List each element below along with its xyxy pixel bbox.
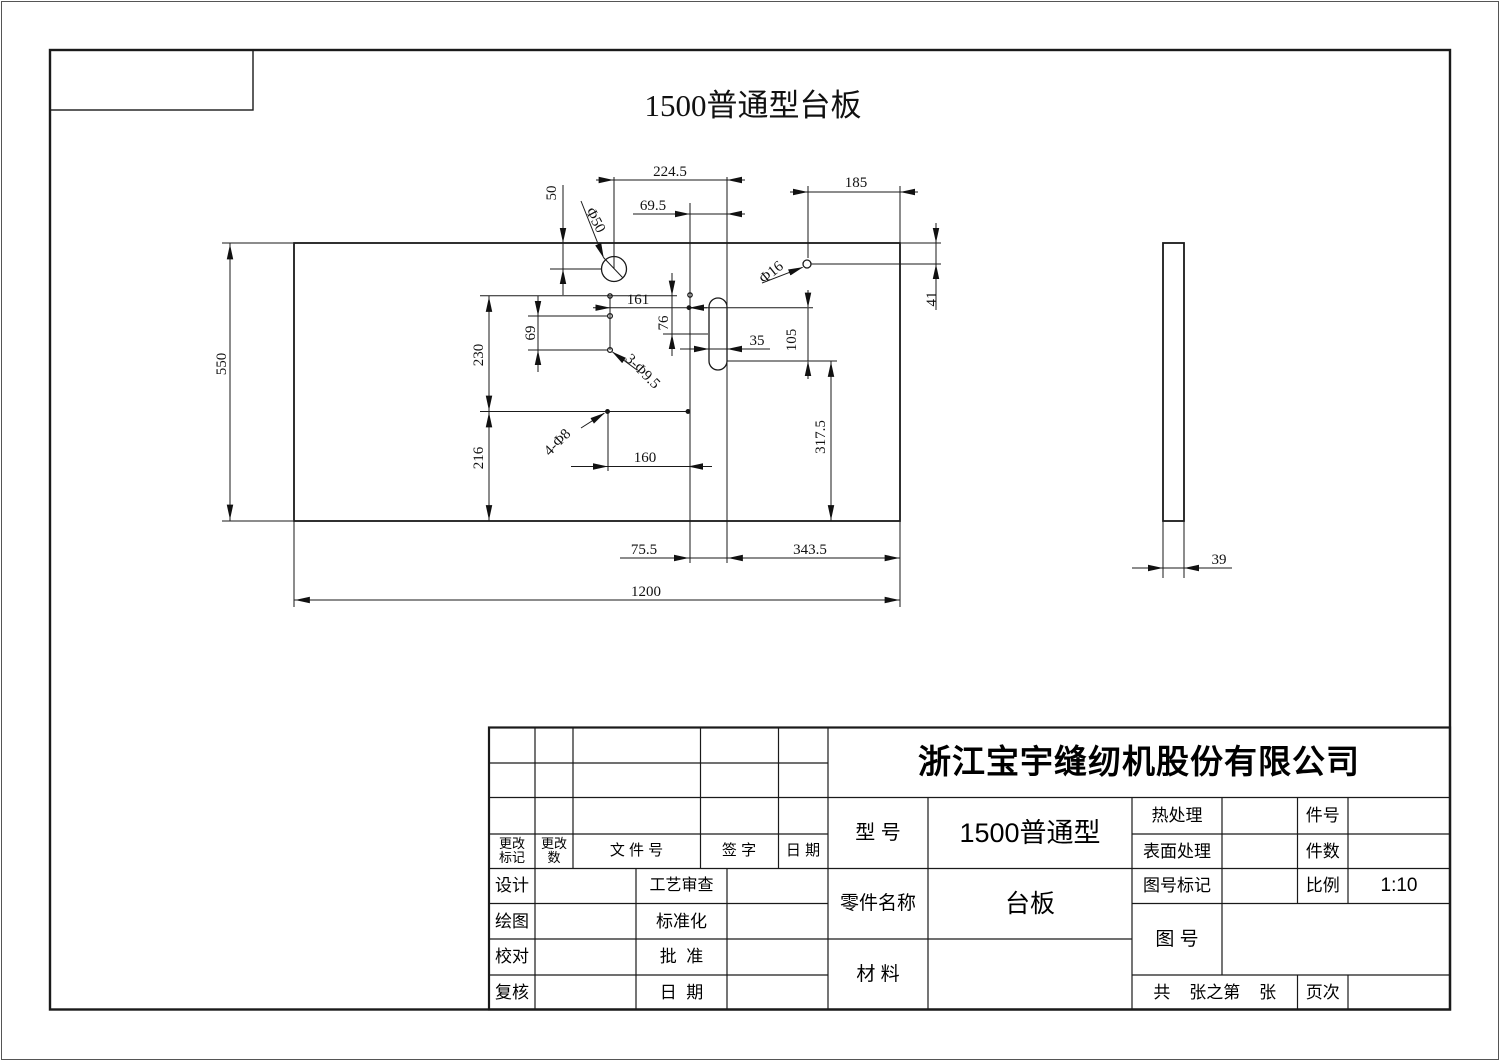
label-drawing-no-mark: 图号标记: [1143, 876, 1211, 896]
label-draft: 绘图: [495, 911, 529, 931]
label-change-mark: 更改 标记: [498, 835, 525, 866]
dim-3-phi9-5: 3-Φ9.5: [622, 351, 663, 392]
value-scale: 1:10: [1380, 875, 1418, 897]
dim-41: 41: [924, 292, 940, 307]
dimension-lines: [222, 177, 1232, 607]
drawing-title: 1500普通型台板: [645, 88, 862, 123]
label-scale: 比例: [1305, 876, 1340, 896]
label-page: 页次: [1305, 982, 1340, 1002]
dim-343-5: 343.5: [793, 542, 827, 558]
label-signature: 签 字: [721, 841, 757, 859]
label-part-qty: 件数: [1305, 841, 1340, 861]
dim-550: 550: [214, 353, 230, 376]
corner-block: [49, 49, 254, 111]
dim-35: 35: [750, 333, 765, 349]
dim-69-5: 69.5: [640, 198, 666, 214]
label-standardization: 标准化: [656, 911, 707, 931]
dim-75-5: 75.5: [631, 542, 657, 558]
holes: [600, 255, 812, 414]
label-surface-treatment: 表面处理: [1143, 841, 1211, 861]
label-design: 设计: [495, 876, 529, 896]
dim-216: 216: [471, 446, 487, 469]
label-file-no: 文 件 号: [609, 841, 664, 859]
slot-obround: [708, 297, 728, 371]
hole-phi16: [802, 259, 812, 269]
leader-lines: [580, 200, 804, 429]
dim-185: 185: [845, 175, 868, 191]
dim-105: 105: [784, 329, 800, 352]
dim-76: 76: [656, 315, 672, 331]
dim-1200: 1200: [631, 584, 661, 600]
dim-69: 69: [523, 326, 539, 341]
title-block-grid: [487, 726, 1452, 1011]
label-review: 复核: [495, 982, 529, 1002]
dim-161: 161: [627, 292, 650, 308]
dim-50: 50: [544, 186, 560, 201]
label-part-name: 零件名称: [839, 893, 916, 915]
label-material: 材 料: [856, 963, 900, 985]
dim-317-5: 317.5: [813, 420, 829, 454]
label-heat-treatment: 热处理: [1151, 806, 1203, 826]
dim-230: 230: [471, 344, 487, 367]
value-part-name: 台板: [1004, 889, 1055, 918]
value-model: 1500普通型: [959, 817, 1101, 848]
company-name: 浙江宝宇缝纫机股份有限公司: [918, 743, 1360, 781]
dim-224-5: 224.5: [653, 164, 687, 180]
dim-4-phi8: 4-Φ8: [541, 426, 574, 459]
dimension-arrows: [226, 176, 1202, 604]
label-drawing-no: 图 号: [1155, 928, 1199, 950]
label-change-count: 更改 数: [540, 835, 567, 866]
dim-phi50: Φ50: [582, 205, 608, 235]
label-process-review: 工艺审查: [649, 877, 714, 895]
plate-front-view: [293, 242, 901, 522]
label-date: 日 期: [785, 841, 821, 859]
dim-39: 39: [1212, 552, 1227, 568]
label-sheet-note: 共 张之第 张: [1153, 982, 1277, 1002]
label-proof: 校对: [495, 947, 529, 967]
dim-phi16: Φ16: [757, 258, 788, 287]
dim-160: 160: [634, 450, 657, 466]
label-approve: 批 准: [659, 947, 704, 967]
label-model: 型 号: [855, 821, 901, 844]
label-approve-date: 日 期: [659, 982, 704, 1002]
label-part-no: 件号: [1305, 806, 1340, 826]
plate-side-view: [1162, 242, 1185, 522]
